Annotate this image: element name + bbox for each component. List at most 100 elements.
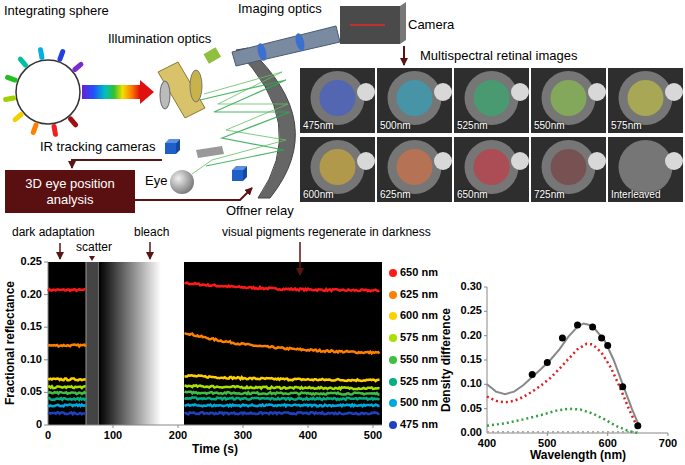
retinal-image-tile: 550nm: [531, 68, 606, 133]
led-source: [70, 119, 75, 125]
tick-label: 0: [45, 429, 51, 442]
tick-label: 0.30: [461, 280, 482, 293]
scatter-edge: [86, 262, 87, 425]
tick-label: 100: [104, 429, 122, 442]
tick-label: 600: [599, 437, 617, 450]
data-trace: [48, 289, 86, 291]
legend-label: 575 nm: [400, 331, 438, 344]
wavelength-label: 600nm: [303, 189, 334, 201]
data-point: [529, 371, 536, 378]
hot-mirror: [196, 146, 224, 158]
retinal-image-tile: 600nm: [300, 137, 375, 202]
wavelength-label: 725nm: [534, 189, 565, 201]
data-point: [598, 335, 605, 342]
retina: [465, 71, 519, 125]
wavelength-label: 575nm: [611, 120, 642, 132]
data-point: [574, 322, 581, 329]
optic-disc: [588, 83, 606, 101]
led-source: [41, 50, 42, 58]
tick-label: 0.20: [21, 288, 42, 301]
feedback-arrow: [135, 188, 252, 200]
image-arrow: [403, 46, 405, 65]
led-source: [15, 114, 21, 119]
box-label: 3D eye position analysis: [13, 176, 127, 207]
optic-disc: [434, 152, 452, 170]
optic-disc: [588, 152, 606, 170]
axis-title: Time (s): [192, 443, 238, 457]
wavelength-label: 625nm: [380, 189, 411, 201]
lens: [160, 81, 170, 109]
tick-label: 0.15: [461, 353, 482, 366]
annotation-arrow: [89, 256, 95, 261]
retina: [542, 140, 596, 194]
data-trace: [185, 385, 380, 389]
tick-label: 200: [169, 429, 187, 442]
retinal-image-tile: 500nm: [377, 68, 452, 133]
process-box: 3D eye position analysis: [5, 170, 135, 213]
data-point: [544, 359, 551, 366]
data-trace: [48, 386, 86, 388]
axis-title: Wavelength (nm): [530, 449, 626, 463]
data-trace: [48, 405, 86, 407]
optic-disc: [357, 152, 375, 170]
tick-label: 700: [659, 437, 677, 450]
measured-area: [551, 80, 587, 116]
data-trace: [185, 375, 380, 381]
panel-heading: Multispectral retinal images: [420, 49, 578, 64]
retinal-image-tile: Interleaved: [608, 137, 683, 202]
legend-swatch: [389, 334, 397, 342]
tick-label: 400: [299, 429, 317, 442]
tick-label: 0.25: [21, 255, 42, 268]
part-name: Imaging optics: [238, 2, 322, 17]
camera-body: [340, 6, 400, 44]
optic-disc: [511, 152, 529, 170]
data-point: [619, 383, 626, 390]
tick-label: 0.00: [461, 426, 482, 439]
measured-area: [474, 80, 510, 116]
data-trace: [185, 412, 380, 414]
tick-label: 0.05: [461, 402, 482, 415]
tick-label: 500: [364, 429, 382, 442]
tick-label: 0.15: [21, 320, 42, 333]
measured-area: [397, 80, 433, 116]
tick-label: 0.05: [21, 385, 42, 398]
legend-label: 600 nm: [400, 309, 438, 322]
retina: [388, 140, 442, 194]
legend-label: 650 nm: [400, 266, 438, 279]
annotation-arrow: [299, 242, 301, 275]
wavelength-label: 550nm: [534, 120, 565, 132]
data-trace: [185, 405, 380, 407]
led-source: [75, 64, 81, 69]
measured-area: [320, 149, 356, 185]
imaging-tube: [232, 26, 340, 66]
led-source: [8, 77, 16, 80]
ir-camera: [165, 143, 176, 154]
lens: [190, 70, 202, 102]
legend-swatch: [389, 291, 397, 299]
ir-camera: [232, 170, 243, 181]
camera-side: [400, 2, 406, 44]
illumination-tube: [158, 62, 205, 118]
part-name: Illumination optics: [108, 32, 211, 47]
tick-label: 0.20: [461, 329, 482, 342]
legend-label: 550 nm: [400, 353, 438, 366]
tick-label: 500: [538, 437, 556, 450]
measured-area: [397, 149, 433, 185]
legend-swatch: [389, 399, 397, 407]
wavelength-label: 475nm: [303, 120, 334, 132]
optic-disc: [665, 83, 683, 101]
camera-sensor: [350, 24, 385, 26]
data-trace: [48, 345, 86, 347]
model-curve: [487, 344, 638, 428]
offner-mirror: [236, 48, 295, 198]
tick-label: 400: [478, 437, 496, 450]
retinal-image-tile: 650nm: [454, 137, 529, 202]
fit-curve: [487, 324, 639, 426]
fold-mirror: [203, 47, 221, 64]
legend-swatch: [389, 378, 397, 386]
data-point: [604, 342, 611, 349]
model-curve: [487, 409, 638, 433]
tick-label: 0.10: [21, 353, 42, 366]
part-name: Offner relay: [226, 204, 294, 219]
